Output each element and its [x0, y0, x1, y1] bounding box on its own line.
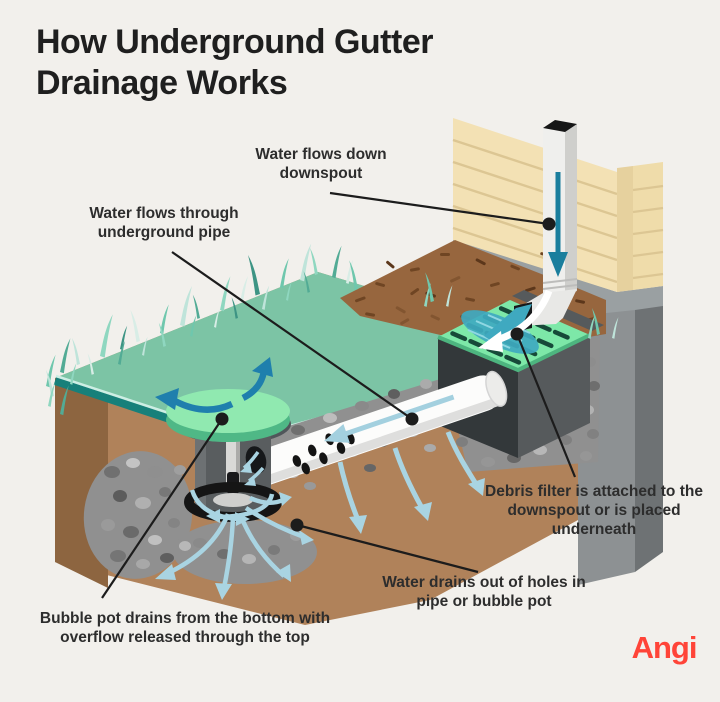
foundation-column-side — [635, 306, 663, 572]
angi-logo: Angi — [631, 630, 698, 665]
pipe-flow-arrow-icon — [323, 394, 455, 443]
siding-corner-trim — [617, 166, 633, 292]
pot-drain-arrowheads — [155, 492, 314, 600]
label-water-drains-holes: Water drains out of holes in pipe or bub… — [382, 574, 586, 610]
elbow-water — [484, 304, 532, 344]
downspout-bands — [542, 278, 578, 290]
pot-base-disk — [213, 493, 253, 507]
pot-side-hole — [245, 446, 267, 474]
downspout-side — [565, 124, 577, 295]
lawn-overflow-arrowheads — [155, 357, 273, 410]
siding-grooves-right — [632, 184, 664, 280]
downspout — [478, 120, 578, 352]
label-debris-filter: Debris filter is attached to the downspo… — [485, 483, 703, 538]
pour-arrow-icon — [478, 289, 553, 352]
downspout-flow-arrow-icon — [548, 172, 568, 277]
page-title: How Underground Gutter Drainage Works — [36, 23, 433, 103]
downspout-front — [543, 128, 565, 295]
label-water-flows-down-downspout: Water flows down downspout — [255, 146, 387, 182]
bubble-pot — [155, 389, 314, 600]
pipe-shading — [252, 396, 503, 489]
underground-pipe — [245, 370, 508, 489]
leader-lines — [101, 191, 577, 599]
grate-rim — [437, 333, 591, 373]
inflow-arrowheads — [240, 463, 256, 486]
house-siding-right — [633, 162, 663, 290]
pipe-end-cap — [485, 370, 508, 407]
bubble-pot-lid — [166, 389, 290, 433]
label-bubble-pot: Bubble pot drains from the bottom with o… — [39, 610, 331, 646]
label-water-flows-through-pipe: Water flows through underground pipe — [89, 205, 239, 241]
leader-dots — [215, 217, 556, 532]
drain-arrows — [337, 431, 479, 521]
riser-shade — [236, 430, 240, 492]
basin-right-face — [518, 335, 590, 458]
drain-arrowheads — [349, 478, 485, 534]
downspout-opening — [543, 120, 577, 132]
